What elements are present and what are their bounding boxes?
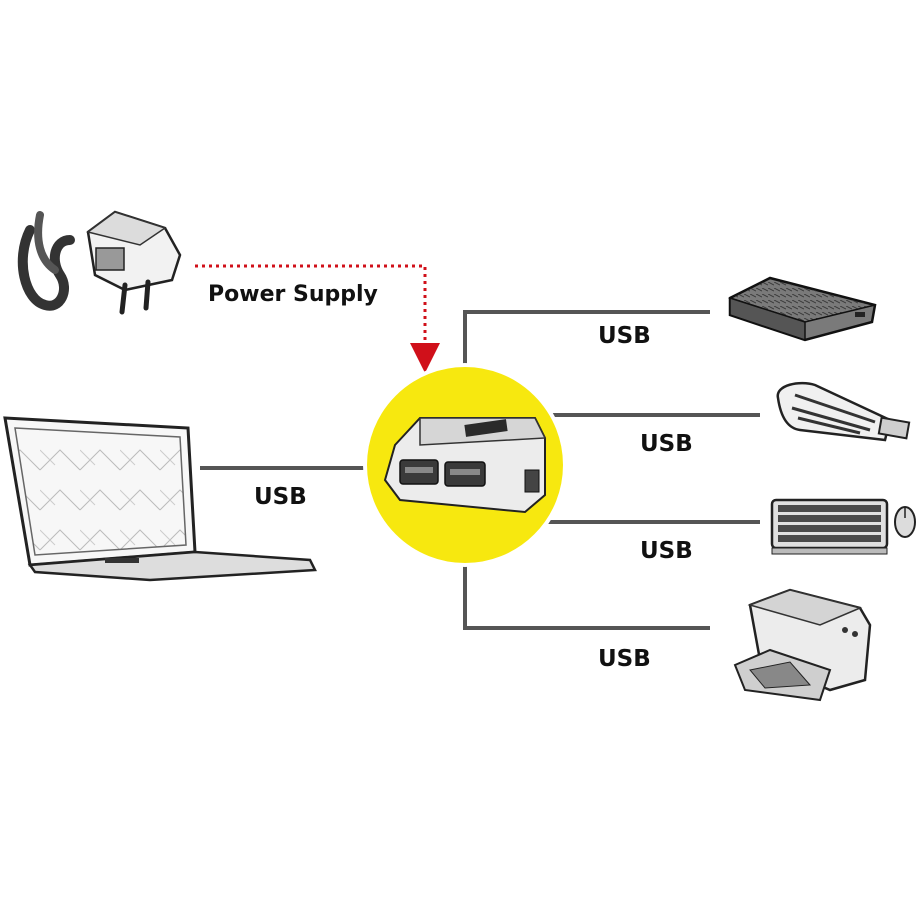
keyboard-mouse-icon xyxy=(770,498,916,555)
label-usb-hdd: USB xyxy=(598,323,651,349)
label-usb-printer: USB xyxy=(598,646,651,672)
external-hdd-icon xyxy=(728,276,877,342)
cable-lines xyxy=(200,310,760,630)
card-reader-icon xyxy=(776,381,911,442)
cable-hub-hdd xyxy=(463,310,710,365)
power-adapter-icon xyxy=(17,210,182,315)
laptop-icon xyxy=(3,416,317,582)
label-power-supply: Power Supply xyxy=(208,282,378,307)
printer-icon xyxy=(733,588,872,702)
power-supply-arrow xyxy=(195,264,440,373)
cable-hub-printer xyxy=(463,565,710,630)
label-usb-card-reader: USB xyxy=(640,431,693,457)
label-usb-keyboard: USB xyxy=(640,538,693,564)
usb-hub-icon xyxy=(383,417,547,514)
label-usb-laptop: USB xyxy=(254,484,307,510)
